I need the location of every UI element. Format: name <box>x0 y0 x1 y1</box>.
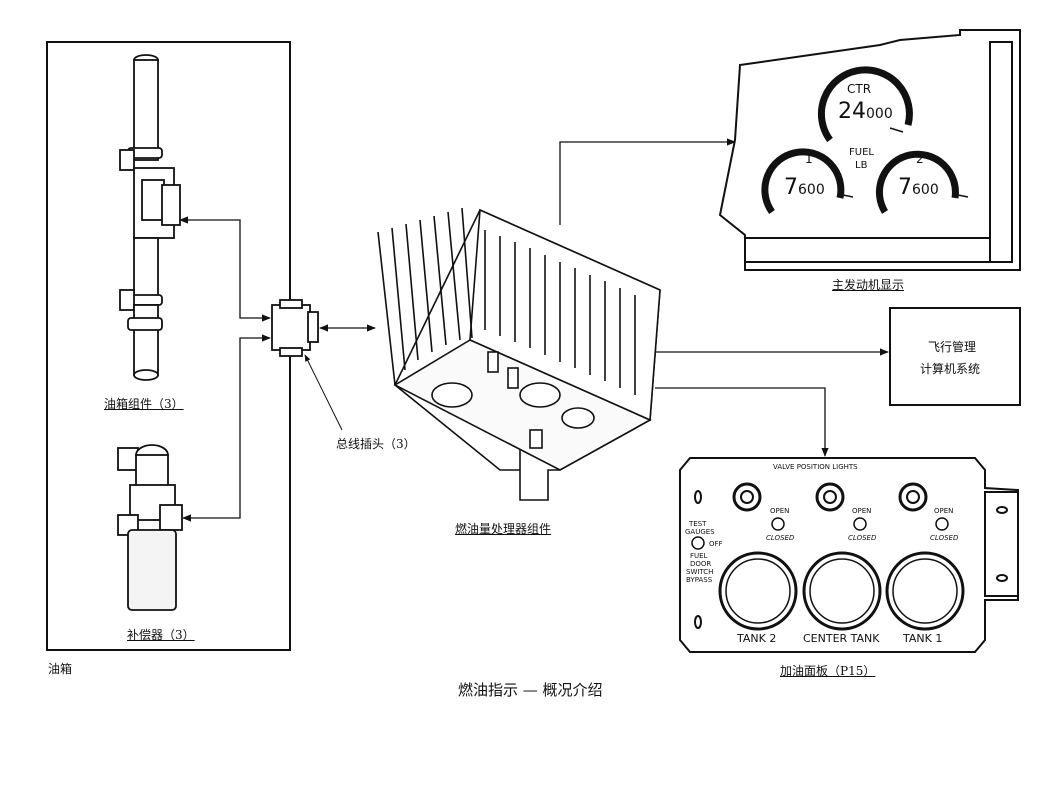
bus-connector-label: 总线插头（3） <box>336 437 416 451</box>
tank2-label: TANK 2 <box>737 632 777 645</box>
tank-unit-label: 油箱组件（3） <box>104 397 184 411</box>
valve-lights-title: VALVE POSITION LIGHTS <box>773 463 858 471</box>
ctr-caption: CTR <box>847 82 872 96</box>
lb-caption: LB <box>855 160 868 171</box>
fuel-door-line-1: FUEL <box>690 552 708 560</box>
processor-drawing <box>377 207 661 501</box>
tank-gauges <box>718 551 965 631</box>
compensator-drawing <box>117 444 183 611</box>
gauges-label: GAUGES <box>685 528 715 536</box>
center-tank-label: CENTER TANK <box>803 632 880 645</box>
gauge-arcs <box>761 66 969 215</box>
engine-2-value-small: 600 <box>912 182 939 198</box>
engine-1-value-small: 600 <box>798 182 825 198</box>
fuel-door-line-3: SWITCH <box>686 568 714 576</box>
engine-1-caption: 1 <box>805 152 813 166</box>
open-label-2: OPEN <box>852 507 872 515</box>
bus-connector-drawing <box>271 299 319 357</box>
ctr-value: 24000 <box>838 99 893 124</box>
tank1-label: TANK 1 <box>903 632 943 645</box>
compensator-label: 补偿器（3） <box>127 628 195 642</box>
figure-title: 燃油指示 — 概况介绍 <box>458 681 603 699</box>
processor-label: 燃油量处理器组件 <box>455 522 552 536</box>
valve-position-lights <box>691 482 949 550</box>
fmc-box <box>889 307 1021 406</box>
ctr-value-small: 000 <box>866 106 893 122</box>
closed-label-2: CLOSED <box>848 534 877 542</box>
fmc-line-1: 飞行管理 <box>928 340 977 354</box>
engine-2-value-main: 7 <box>898 175 912 200</box>
fmc-line-2: 计算机系统 <box>920 362 981 376</box>
off-label: OFF <box>709 540 723 548</box>
engine-1-value: 7600 <box>784 175 825 200</box>
closed-label-3: CLOSED <box>930 534 959 542</box>
ctr-value-main: 24 <box>838 99 866 124</box>
tank-unit-drawing <box>119 54 181 381</box>
engine-display-frame <box>718 29 1021 271</box>
engine-2-value: 7600 <box>898 175 939 200</box>
open-label-3: OPEN <box>934 507 954 515</box>
engine-display-label: 主发动机显示 <box>832 278 905 292</box>
open-label-1: OPEN <box>770 507 790 515</box>
engine-2-caption: 2 <box>916 152 924 166</box>
fuel-panel-label: 加油面板（P15） <box>780 664 876 678</box>
fuel-caption: FUEL <box>849 147 874 158</box>
closed-label-1: CLOSED <box>766 534 795 542</box>
engine-1-value-main: 7 <box>784 175 798 200</box>
fuel-door-line-2: DOOR <box>690 560 712 568</box>
test-label: TEST <box>689 520 707 528</box>
tank-box-label: 油箱 <box>48 662 73 676</box>
fuel-door-line-4: BYPASS <box>686 576 713 584</box>
